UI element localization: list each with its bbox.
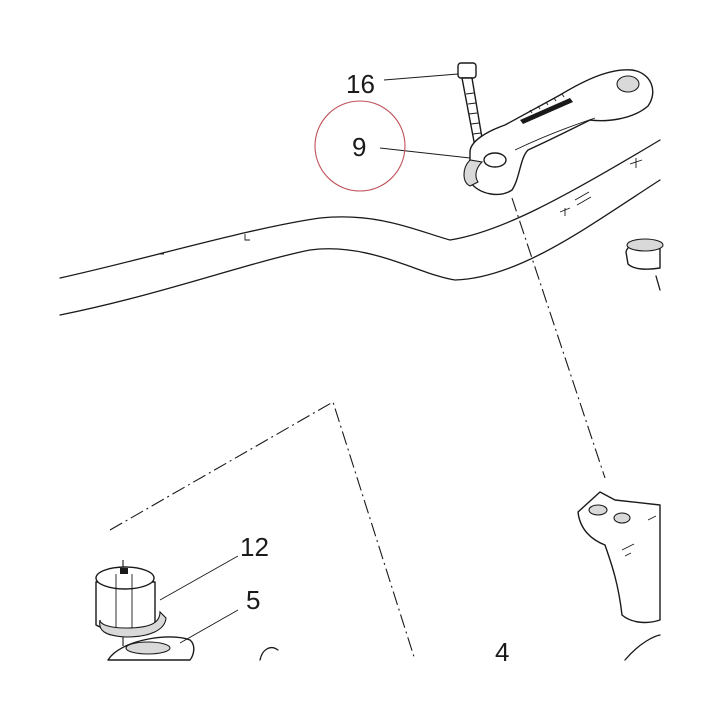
callout-4: 4 <box>495 637 509 667</box>
callout-5: 5 <box>246 585 260 615</box>
nut-12 <box>95 566 167 638</box>
leader-12 <box>159 555 239 601</box>
leader-16 <box>383 73 459 81</box>
callout-12: 12 <box>240 532 269 562</box>
clamp-9 <box>463 69 654 196</box>
centerline-clamp <box>511 197 606 479</box>
washer-5 <box>107 636 279 661</box>
handlebar <box>59 139 661 316</box>
callout-16: 16 <box>346 69 375 99</box>
centerline-bracket <box>109 401 416 661</box>
fork-stem <box>577 491 661 661</box>
leader-5 <box>179 609 239 644</box>
cap-right <box>625 238 664 291</box>
callout-9: 9 <box>352 132 366 162</box>
callout-9-highlight-circle <box>314 100 406 192</box>
leader-9 <box>379 147 471 159</box>
